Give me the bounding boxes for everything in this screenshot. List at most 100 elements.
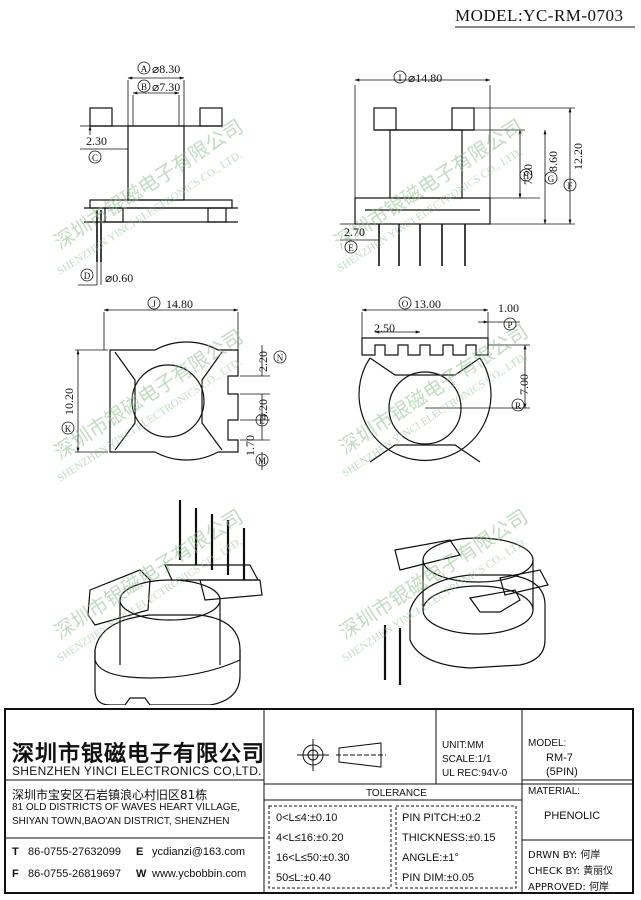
tel-label: T — [12, 846, 19, 858]
email-label: E — [136, 846, 144, 858]
model-number-header: MODEL:YC-RM-0703 — [455, 6, 624, 25]
svg-text:B: B — [141, 82, 147, 92]
svg-text:O: O — [402, 299, 409, 309]
tolerance-row-4: 50≤L:±0.40 — [276, 872, 331, 884]
dim-N: 2.20 N — [256, 350, 287, 372]
dim-K: 10.20 K — [61, 388, 76, 435]
model-pin-count: (5PIN) — [546, 766, 578, 778]
svg-text:12.20: 12.20 — [571, 143, 585, 170]
svg-text:N: N — [277, 353, 284, 363]
model-name: RM-7 — [546, 752, 573, 764]
drawing-area: 深圳市银磁电子有限公司 SHENZHEN YINCI ELECTRONICS C… — [50, 61, 585, 705]
svg-text:2.70: 2.70 — [344, 225, 365, 239]
svg-text:7.00: 7.00 — [517, 374, 531, 395]
title-block: 深圳市银磁电子有限公司 SHENZHEN YINCI ELECTRONICS C… — [4, 708, 634, 894]
dim-C: 2.30 C — [86, 134, 107, 164]
svg-text:1.00: 1.00 — [498, 301, 519, 315]
svg-text:2.20: 2.20 — [256, 351, 270, 372]
svg-text:14.80: 14.80 — [166, 297, 193, 311]
dim-pitch: 2.50 — [374, 321, 395, 335]
tel-number: 86-0755-27632099 — [28, 846, 121, 858]
svg-text:D: D — [84, 271, 91, 281]
svg-text:⌀0.60: ⌀0.60 — [105, 271, 133, 285]
dim-R: 7.00 R — [511, 374, 531, 412]
company-name-cn: 深圳市银磁电子有限公司 — [12, 741, 266, 766]
dim-E: 2.70 E — [344, 225, 365, 254]
fax-label: F — [12, 868, 19, 880]
svg-text:K: K — [65, 424, 72, 434]
svg-text:M: M — [258, 456, 266, 466]
isometric-view-top — [383, 537, 549, 685]
address-cn: 深圳市宝安区石岩镇浪心村旧区81栋 — [12, 788, 208, 802]
dim-M: 1.70 M — [243, 435, 269, 467]
ul-rec-label: UL REC:94V-0 — [442, 768, 508, 779]
tolerance-row-2: 4<L≤16:±0.20 — [276, 832, 344, 844]
top-view — [75, 308, 270, 470]
scale-label: SCALE:1/1 — [442, 754, 492, 765]
tolerance-row-1: 0<L≤4:±0.10 — [276, 812, 338, 824]
drawn-by: DRWN BY: 何岸 — [528, 850, 601, 861]
svg-text:E: E — [348, 243, 354, 253]
side-view — [340, 78, 575, 266]
dim-F: 12.20 F — [563, 143, 585, 192]
watermark-en: SHENZHEN YINCI ELECTRONICS CO., LTD. — [340, 536, 529, 665]
svg-text:8.60: 8.60 — [546, 151, 560, 172]
svg-text:I: I — [399, 73, 402, 83]
dim-P: 1.00 P — [498, 301, 519, 331]
checked-by: CHECK BY: 黄丽仪 — [528, 866, 614, 877]
angle-tolerance: ANGLE:±1° — [402, 852, 459, 864]
web-label: W — [136, 868, 147, 880]
svg-text:J: J — [152, 299, 156, 309]
svg-text:G: G — [548, 174, 555, 184]
address-en-1: 81 OLD DISTRICTS OF WAVES HEART VILLAGE, — [12, 802, 241, 813]
dim-H: 7.20 H — [519, 164, 535, 185]
header-underline — [455, 26, 635, 28]
svg-text:1.70: 1.70 — [243, 435, 257, 456]
website-link[interactable]: www.ycbobbin.com — [152, 868, 247, 880]
watermark-cn: 深圳市银磁电子有限公司 — [335, 320, 532, 459]
dim-D: D ⌀0.60 — [80, 268, 133, 285]
unit-label: UNIT:MM — [442, 740, 484, 751]
dim-B: B ⌀7.30 — [137, 79, 180, 94]
dim-A: A ⌀8.30 — [137, 61, 180, 76]
svg-text:10.20: 10.20 — [62, 388, 76, 415]
isometric-view-pins-up — [87, 500, 263, 705]
tolerance-row-3: 16<L≤50:±0.30 — [276, 852, 350, 864]
front-view — [78, 76, 238, 286]
tolerance-heading: TOLERANCE — [366, 788, 427, 799]
svg-text:F: F — [567, 181, 572, 191]
address-en-2: SHIYAN TOWN,BAO'AN DISTRICT, SHENZHEN — [12, 816, 230, 827]
dim-I: I ⌀14.80 — [393, 70, 442, 85]
svg-text:2.50: 2.50 — [374, 321, 395, 335]
svg-text:L: L — [259, 416, 265, 426]
model-label: MODEL: — [528, 738, 567, 749]
svg-text:C: C — [92, 153, 98, 163]
dim-G: 8.60 G — [544, 151, 560, 185]
material-value: PHENOLIC — [544, 810, 601, 822]
svg-text:⌀8.30: ⌀8.30 — [152, 62, 180, 76]
approved-by: APPROVED: 何岸 — [528, 882, 609, 893]
svg-text:⌀7.30: ⌀7.30 — [152, 80, 180, 94]
pin-dim-tolerance: PIN DIM:±0.05 — [402, 872, 475, 884]
svg-text:⌀14.80: ⌀14.80 — [408, 71, 442, 85]
watermark-cn: 深圳市银磁电子有限公司 — [50, 115, 247, 254]
svg-text:13.00: 13.00 — [414, 297, 441, 311]
watermark-cn: 深圳市银磁电子有限公司 — [50, 505, 247, 644]
watermark-en: SHENZHEN YINCI ELECTRONICS CO., LTD. — [55, 356, 244, 485]
svg-text:2.30: 2.30 — [86, 134, 107, 148]
email-address[interactable]: ycdianzi@163.com — [152, 846, 246, 858]
company-name-en: SHENZHEN YINCI ELECTRONICS CO,LTD. — [12, 764, 262, 778]
watermark-en: SHENZHEN YINCI ELECTRONICS CO., LTD. — [335, 146, 524, 275]
pin-pitch-tolerance: PIN PITCH:±0.2 — [402, 812, 481, 824]
watermark-en: SHENZHEN YINCI ELECTRONICS CO., LTD. — [55, 536, 244, 665]
bottom-view — [358, 308, 530, 463]
watermark-en: SHENZHEN YINCI ELECTRONICS CO., LTD. — [55, 149, 244, 278]
svg-text:R: R — [515, 401, 521, 411]
material-label: MATERIAL: — [528, 786, 581, 797]
svg-text:H: H — [523, 171, 530, 181]
thickness-tolerance: THICKNESS:±0.15 — [402, 832, 496, 844]
dim-O: O 13.00 — [398, 296, 441, 311]
fax-number: 86-0755-26819697 — [28, 868, 121, 880]
svg-text:A: A — [141, 64, 148, 74]
dim-J: J 14.80 — [147, 296, 193, 311]
